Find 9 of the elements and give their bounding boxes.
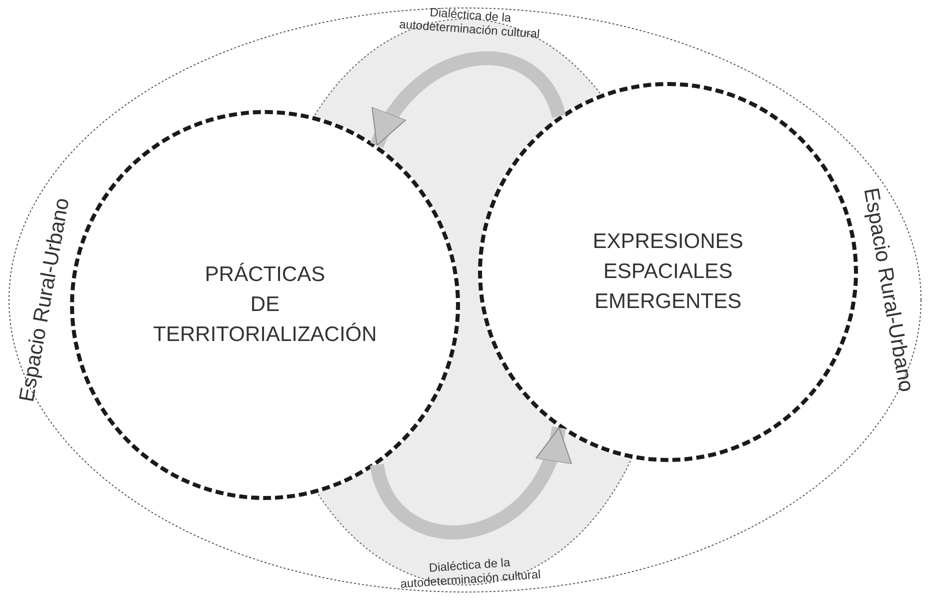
region-label: Espacio Rural-Urbano	[858, 186, 918, 394]
curved-arrow	[370, 52, 566, 148]
outer-ellipse	[8, 7, 922, 593]
circle-title: PRÁCTICAS DE TERRITORIALIZACIÓN	[152, 262, 378, 348]
region-label: Espacio Rural-Urbano	[15, 196, 75, 404]
circle-title: EXPRESIONES ESPACIALES EMERGENTES	[592, 229, 744, 315]
edge-label: Dialéctica de la autodeterminación cultural	[398, 4, 542, 42]
edge-label: Dialéctica de la autodeterminación cultural	[398, 554, 542, 592]
curved-arrow	[370, 426, 569, 540]
